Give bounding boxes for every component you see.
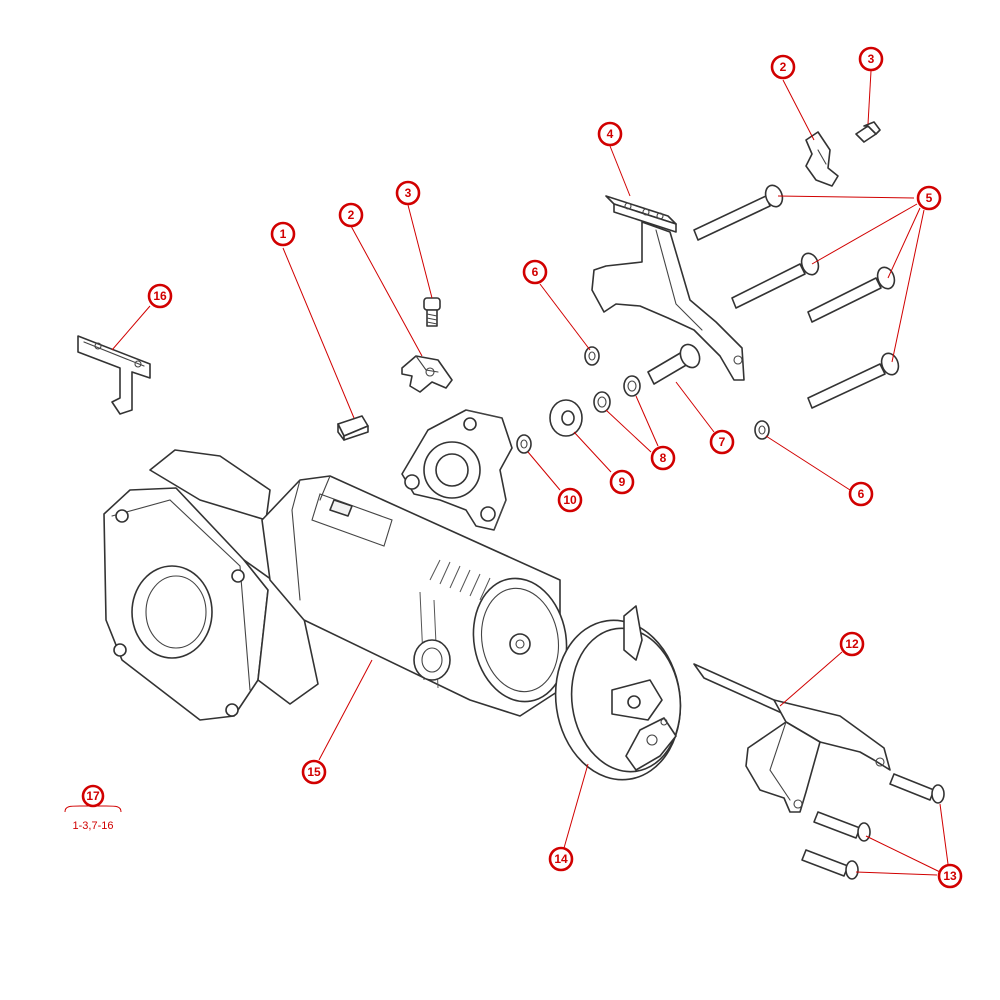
leader-5c: [887, 207, 921, 279]
callout-3-left-label: 3: [405, 186, 412, 200]
leader-14: [563, 763, 589, 849]
part-10-washer: [516, 434, 532, 454]
leader-13c: [855, 871, 938, 876]
callout-6-lower: 6: [848, 481, 874, 507]
callout-12: 12: [839, 631, 865, 657]
callout-6-lower-label: 6: [858, 487, 865, 501]
callout-9-label: 9: [619, 475, 626, 489]
part-13-bolt-2: [813, 811, 871, 842]
part-9-spacer: [549, 399, 583, 437]
part-5-bolt-2: [731, 252, 820, 309]
callout-1-label: 1: [280, 227, 287, 241]
callout-16: 16: [147, 283, 173, 309]
leader-4: [609, 145, 631, 197]
callout-7-label: 7: [719, 435, 726, 449]
callout-2-right: 2: [770, 54, 796, 80]
callout-8-label: 8: [660, 451, 667, 465]
part-8-washer-b: [623, 375, 641, 397]
part-6-washer-lower: [754, 420, 770, 440]
callout-2-left: 2: [338, 202, 364, 228]
leader-16: [111, 305, 151, 351]
part-6-washer-upper: [584, 346, 600, 366]
leader-1: [282, 247, 355, 419]
leader-8b: [635, 395, 659, 447]
callout-5: 5: [916, 185, 942, 211]
leader-2-left: [350, 225, 423, 357]
callout-12-label: 12: [845, 637, 859, 651]
part-1-key: [337, 415, 369, 441]
callout-10: 10: [557, 487, 583, 513]
leader-15: [318, 659, 373, 761]
part-16-bracket: [77, 335, 151, 415]
leader-lines: [64, 70, 949, 876]
callout-6-upper: 6: [522, 259, 548, 285]
callout-2-left-label: 2: [348, 208, 355, 222]
part-5-bolt-1: [693, 184, 784, 241]
part-15-gear-motor: [103, 449, 568, 721]
callout-4: 4: [597, 121, 623, 147]
callout-3-left: 3: [395, 180, 421, 206]
leader-10: [527, 451, 561, 491]
part-7-shoulder-bolt: [647, 343, 701, 385]
leader-13a: [939, 803, 949, 865]
leader-3-left: [407, 204, 433, 299]
callout-9: 9: [609, 469, 635, 495]
part-5-bolt-3: [807, 266, 896, 323]
part-3-screw-left: [423, 297, 441, 327]
part-4-mounting-bracket: [591, 195, 745, 381]
leader-12: [779, 651, 843, 707]
callout-7: 7: [709, 429, 735, 455]
leader-3-right: [867, 70, 872, 125]
part-2-clip-left: [401, 355, 453, 393]
leader-5b: [811, 203, 918, 265]
callout-6-upper-label: 6: [532, 265, 539, 279]
part-14-brake: [554, 605, 682, 781]
callout-17-label: 17: [86, 789, 100, 803]
part-8-washer-a: [593, 391, 611, 413]
callout-14: 14: [548, 846, 574, 872]
part-3-screw-right: [855, 121, 881, 143]
callout-1: 1: [270, 221, 296, 247]
leader-5d: [891, 209, 925, 363]
leader-13b: [865, 835, 941, 873]
kit-note: 1-3,7-16: [73, 820, 114, 832]
part-2-clip-right: [805, 131, 839, 187]
part-5-bolt-4: [807, 352, 900, 409]
leader-7: [675, 381, 715, 433]
leader-9: [573, 431, 612, 473]
part-13-bolt-3: [801, 849, 859, 880]
callout-10-label: 10: [563, 493, 577, 507]
leader-6-upper: [539, 283, 591, 351]
callout-3-right: 3: [858, 46, 884, 72]
callout-16-label: 16: [153, 289, 167, 303]
leader-5a: [777, 195, 915, 199]
callout-5-label: 5: [926, 191, 933, 205]
callout-3-right-label: 3: [868, 52, 875, 66]
callout-15-label: 15: [307, 765, 321, 779]
leader-8a: [605, 409, 652, 453]
callout-2-right-label: 2: [780, 60, 787, 74]
callout-4-label: 4: [607, 127, 614, 141]
callout-14-label: 14: [554, 852, 568, 866]
callout-17: 17: [81, 784, 105, 808]
leader-2-right: [782, 79, 815, 141]
flange-bearing: [401, 409, 513, 531]
part-13-bolt-1: [889, 773, 945, 804]
part-12-cover-bracket: [693, 663, 891, 813]
callout-13: 13: [937, 863, 963, 889]
callout-13-label: 13: [943, 869, 957, 883]
callout-8: 8: [650, 445, 676, 471]
callout-15: 15: [301, 759, 327, 785]
leader-6-lower: [765, 435, 851, 491]
